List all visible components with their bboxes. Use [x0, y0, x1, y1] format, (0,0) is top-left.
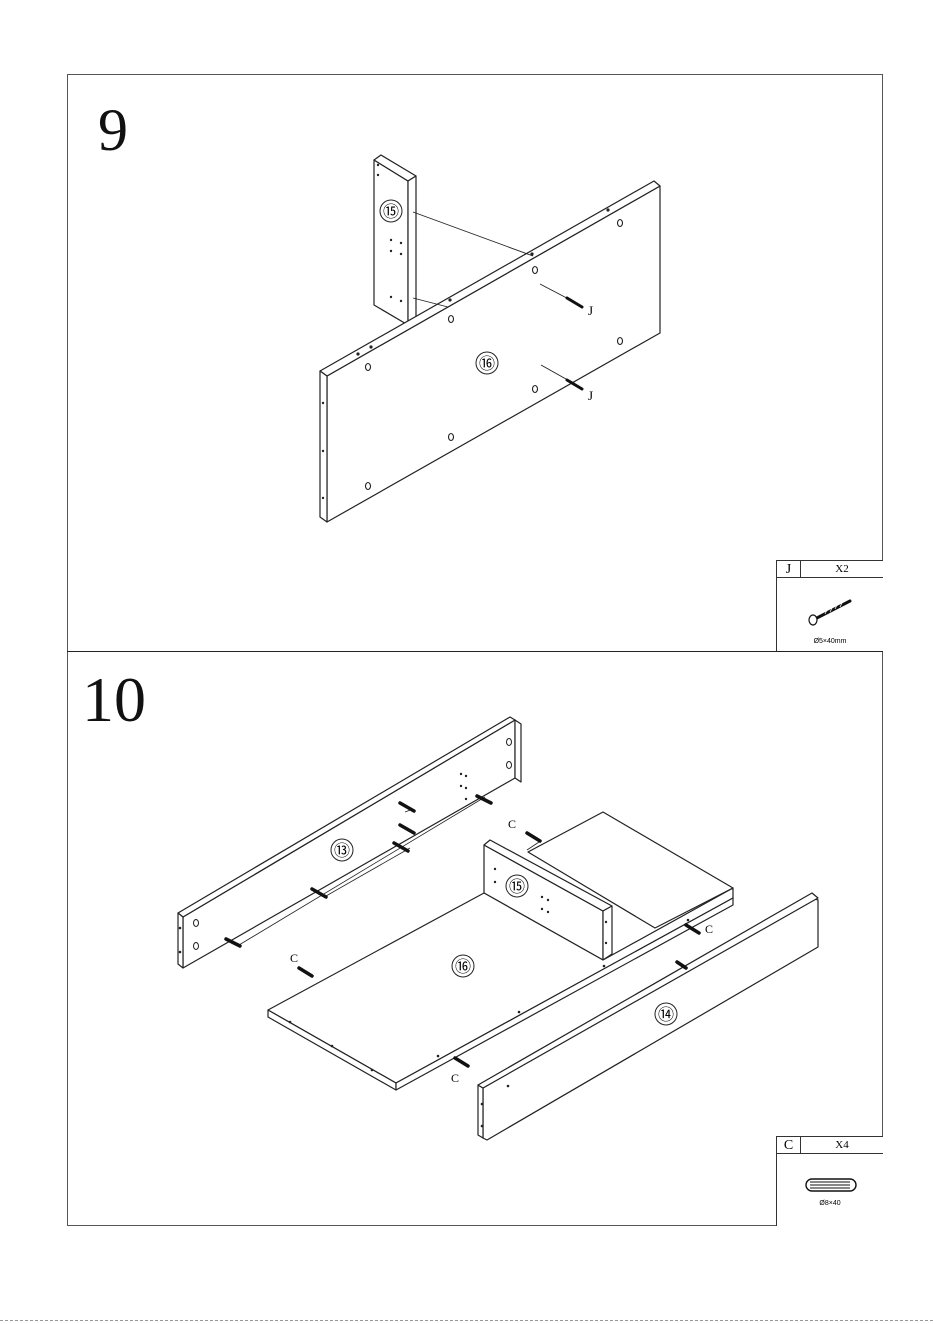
- hardware-legend-c: C X4 Ø8×40: [776, 1136, 883, 1226]
- dowel-label-c-3: C: [705, 922, 713, 936]
- hardware-legend-j: J X2 Ø5×40mm: [776, 560, 883, 651]
- footer-rule: [0, 1320, 933, 1321]
- legend-letter: J: [777, 561, 801, 578]
- part-14-edge-left: [478, 1085, 483, 1138]
- dowel-label-c-2: C: [290, 951, 298, 965]
- screw-label-j-1: J: [588, 303, 593, 318]
- part-15-label-step10: ⑮: [509, 878, 525, 896]
- part-16-edge-left: [320, 371, 327, 522]
- part-15-right: [603, 906, 612, 960]
- part-13-side-left: [178, 913, 183, 968]
- legend-quantity: X2: [801, 561, 883, 578]
- legend-letter: C: [777, 1137, 801, 1154]
- dowel-label-c-4: C: [451, 1071, 459, 1085]
- step-10-number: 10: [82, 668, 146, 732]
- dowel-icon: [804, 1175, 860, 1195]
- part-14-label: ⑭: [658, 1006, 674, 1024]
- part-16-label-step10: ⑯: [455, 958, 471, 976]
- screw-label-j-2: J: [588, 388, 593, 403]
- part-15-label: ⑮: [383, 203, 399, 221]
- part-15-side: [408, 176, 416, 325]
- part-15-board: [374, 160, 408, 325]
- part-16-label: ⑯: [479, 355, 495, 373]
- screw-icon: [805, 597, 855, 627]
- legend-size: Ø8×40: [777, 1200, 883, 1207]
- part-13-side: [515, 720, 521, 782]
- legend-quantity: X4: [801, 1137, 883, 1154]
- part-13-edge-top: [178, 717, 515, 917]
- part-13-label: ⑬: [334, 842, 350, 860]
- dowel-label-c-1: C: [508, 817, 516, 831]
- legend-size: Ø5×40mm: [777, 638, 883, 645]
